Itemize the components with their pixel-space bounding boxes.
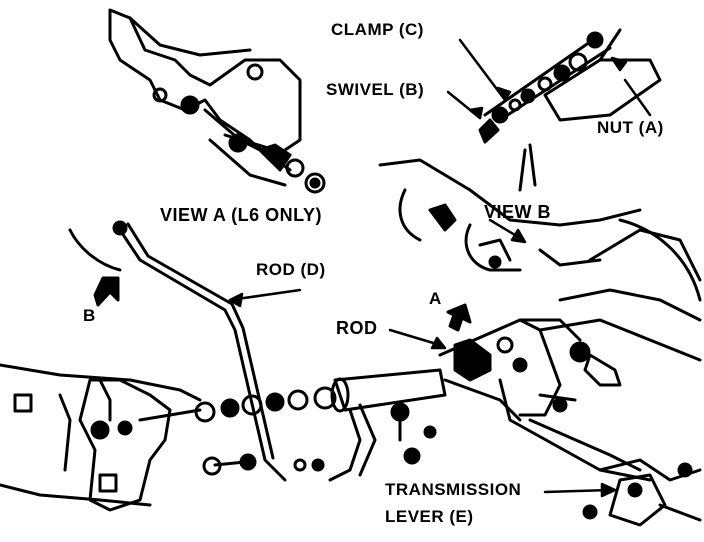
swivel-assembly xyxy=(478,28,662,192)
label-view-a: VIEW A (L6 ONLY) xyxy=(160,205,323,225)
label-rod-d: ROD (D) xyxy=(256,260,326,279)
arrow-a-icon xyxy=(446,303,472,332)
arrow-b-icon xyxy=(93,276,120,307)
clamp-leader xyxy=(458,38,507,102)
transmission-rod xyxy=(438,318,652,482)
transmission-leader xyxy=(543,488,612,494)
label-clamp: CLAMP (C) xyxy=(331,20,424,39)
label-transmission-line2: LEVER (E) xyxy=(385,507,474,526)
view-b-region xyxy=(378,158,702,362)
label-view-b: VIEW B xyxy=(484,202,552,222)
label-arrow-a: A xyxy=(429,289,442,308)
label-rod: ROD xyxy=(336,318,378,338)
cross-shaft xyxy=(328,368,447,482)
label-swivel: SWIVEL (B) xyxy=(326,80,425,99)
label-arrow-b: B xyxy=(83,306,96,325)
label-transmission-line1: TRANSMISSION xyxy=(385,480,522,499)
nut-leader xyxy=(623,78,652,117)
rod-leader xyxy=(388,328,442,347)
lower-bracket xyxy=(0,363,421,512)
view-a-bracket xyxy=(108,8,326,194)
transmission-lever-e xyxy=(582,458,702,527)
leader-lines xyxy=(228,38,652,498)
label-nut: NUT (A) xyxy=(597,118,664,137)
rod-d xyxy=(68,220,287,482)
